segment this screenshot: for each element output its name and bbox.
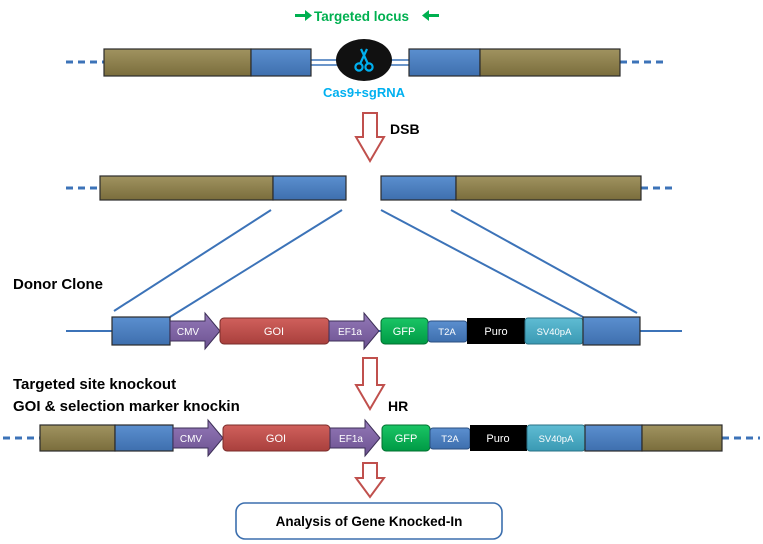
exon-right <box>479 48 621 77</box>
goi-label: GOI <box>266 433 286 445</box>
homology-crossover-lines <box>113 209 638 318</box>
puro-block <box>467 318 525 344</box>
exon-right <box>641 424 723 452</box>
analysis-arrow <box>354 462 386 499</box>
homology-arm-right <box>380 175 457 201</box>
green-arrow-icon <box>422 10 439 21</box>
homology-arm-left <box>114 424 174 452</box>
dsb-arrow <box>354 112 386 163</box>
donor-homology-left <box>111 316 171 346</box>
homology-arm-left <box>272 175 347 201</box>
exon-left <box>39 424 116 452</box>
analysis-label: Analysis of Gene Knocked-In <box>276 514 463 529</box>
hr-label: HR <box>388 398 408 414</box>
cas9-complex: Cas9+sgRNA <box>323 39 406 100</box>
scissors-icon <box>354 48 374 72</box>
cmv-label: CMV <box>177 327 200 338</box>
cut-locus-row <box>66 175 672 201</box>
homology-arm-right <box>408 48 481 77</box>
homology-arm-right <box>584 424 643 452</box>
cmv-label: CMV <box>180 434 203 445</box>
gfp-label: GFP <box>393 326 416 338</box>
t2a-label: T2A <box>441 434 459 445</box>
exon-right <box>455 175 642 201</box>
knockin-locus-row: CMV GOI EF1a GFP T2A Puro SV40pA <box>3 418 760 458</box>
targeted-locus-label: Targeted locus <box>295 9 439 24</box>
sv40pa-label: SV40pA <box>539 434 575 445</box>
ef1a-promoter <box>329 418 381 458</box>
hr-arrow <box>354 357 386 411</box>
donor-homology-right <box>582 316 641 346</box>
targeted-locus-text: Targeted locus <box>314 9 409 24</box>
exon-left <box>103 48 252 77</box>
t2a-label: T2A <box>438 327 456 338</box>
goi-label: GOI <box>264 326 284 338</box>
ef1a-label: EF1a <box>338 327 362 338</box>
puro-label: Puro <box>486 433 509 445</box>
knockout-label: Targeted site knockout <box>13 376 176 393</box>
cas9-protein <box>336 39 392 81</box>
exon-left <box>99 175 274 201</box>
analysis-box: Analysis of Gene Knocked-In <box>235 502 503 540</box>
homology-arm-left <box>250 48 312 77</box>
genomic-locus-row1 <box>66 48 664 77</box>
gfp-label: GFP <box>395 433 418 445</box>
cmv-promoter <box>169 311 221 351</box>
ef1a-promoter <box>328 311 380 351</box>
knockin-label: GOI & selection marker knockin <box>13 398 240 415</box>
sv40pa-label: SV40pA <box>537 327 573 338</box>
puro-label: Puro <box>484 326 507 338</box>
donor-clone-label: Donor Clone <box>13 276 103 293</box>
cas9-label: Cas9+sgRNA <box>323 85 406 100</box>
ef1a-label: EF1a <box>339 434 363 445</box>
dsb-label: DSB <box>390 121 420 137</box>
puro-block <box>470 425 527 451</box>
green-arrow-icon <box>295 10 312 21</box>
donor-clone-row: CMV GOI EF1a GFP T2A Puro SV40pA <box>66 311 682 351</box>
cmv-promoter <box>172 418 224 458</box>
